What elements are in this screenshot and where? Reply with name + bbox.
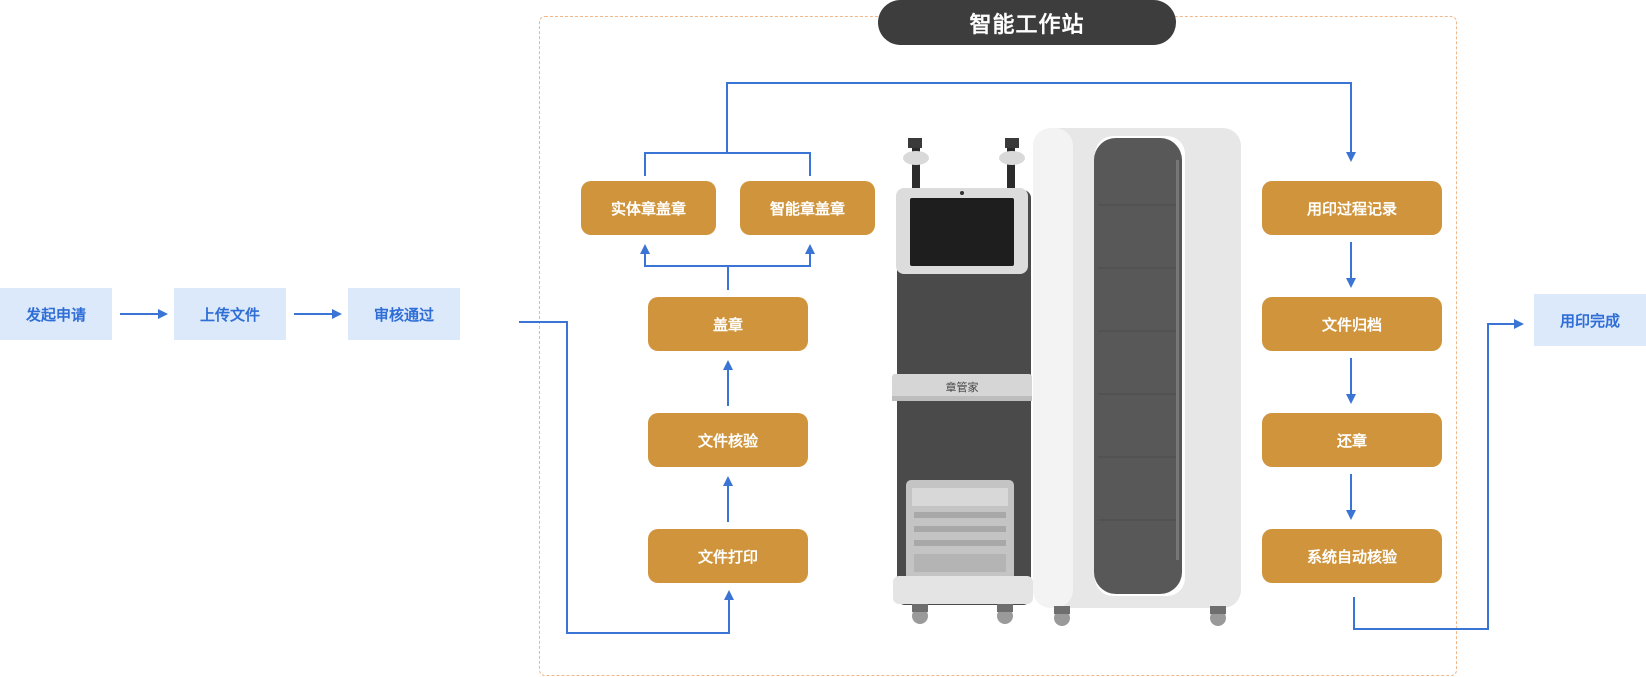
step-smart-seal: 智能章盖章 bbox=[740, 181, 875, 235]
step-upload-file: 上传文件 bbox=[174, 288, 286, 340]
step-file-archive: 文件归档 bbox=[1262, 297, 1442, 351]
step-review-approved: 审核通过 bbox=[348, 288, 460, 340]
step-auto-verify: 系统自动核验 bbox=[1262, 529, 1442, 583]
step-verify-file: 文件核验 bbox=[648, 413, 808, 467]
step-physical-seal: 实体章盖章 bbox=[581, 181, 716, 235]
step-initiate-request: 发起申请 bbox=[0, 288, 112, 340]
step-return-seal: 还章 bbox=[1262, 413, 1442, 467]
step-print-file: 文件打印 bbox=[648, 529, 808, 583]
workstation-machine-illustration bbox=[892, 128, 1241, 626]
machine-brand-label: 章管家 bbox=[946, 380, 979, 394]
step-process-record: 用印过程记录 bbox=[1262, 181, 1442, 235]
step-stamp: 盖章 bbox=[648, 297, 808, 351]
step-seal-complete: 用印完成 bbox=[1534, 294, 1646, 346]
workstation-title: 智能工作站 bbox=[878, 0, 1176, 45]
